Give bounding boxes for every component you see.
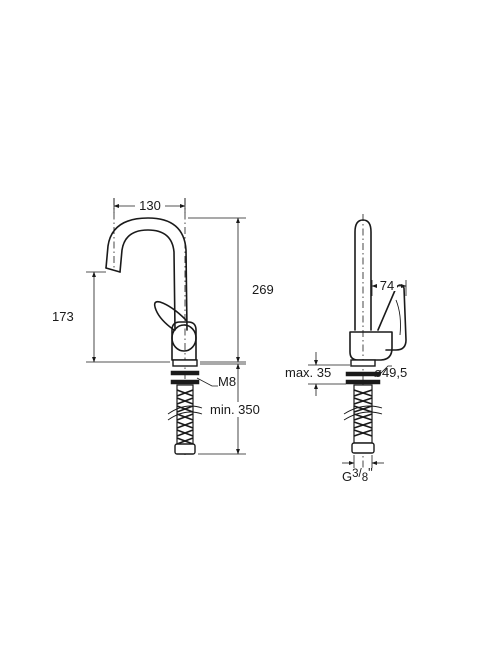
flex-hose bbox=[176, 384, 194, 446]
dim-total-height: 269 bbox=[252, 282, 274, 297]
lever-handle bbox=[153, 300, 187, 331]
front-break-line-top bbox=[343, 405, 383, 415]
faucet-body-front bbox=[349, 331, 393, 361]
mounting-nut-bottom bbox=[170, 379, 200, 385]
dim-spout-height: 173 bbox=[52, 309, 74, 324]
nut-front-bottom bbox=[345, 379, 381, 385]
spout-tip bbox=[105, 267, 121, 273]
base-ring bbox=[172, 359, 198, 367]
break-line-top bbox=[167, 405, 203, 415]
lever-hub bbox=[171, 324, 197, 352]
dim-lever-length: 74 bbox=[380, 278, 394, 293]
side-view: 130 269 173 M8 min. 350 bbox=[52, 198, 274, 455]
dim-connection: G3/8" bbox=[342, 465, 373, 484]
hose-fitting bbox=[174, 443, 196, 455]
hose-fitting-front bbox=[351, 442, 375, 454]
front-view: 74 max. 35 ø49,5 G3/8" bbox=[285, 214, 407, 484]
dim-thread: M8 bbox=[218, 374, 236, 389]
base-ring-front bbox=[350, 359, 376, 367]
diameter-leader bbox=[379, 365, 392, 375]
lever-front-detail bbox=[395, 299, 401, 336]
front-break-line-bottom bbox=[343, 411, 383, 421]
mounting-nut-top bbox=[170, 370, 200, 376]
dim-max-deck: max. 35 bbox=[285, 365, 331, 380]
break-line-bottom bbox=[167, 411, 203, 421]
spout-front bbox=[354, 219, 372, 331]
dim-hose-length: min. 350 bbox=[210, 402, 260, 417]
m8-leader bbox=[196, 377, 218, 387]
faucet-body bbox=[171, 321, 197, 361]
spout bbox=[105, 217, 188, 331]
dim-base-diameter: ø49,5 bbox=[374, 365, 407, 380]
dim-spout-reach: 130 bbox=[139, 198, 161, 213]
